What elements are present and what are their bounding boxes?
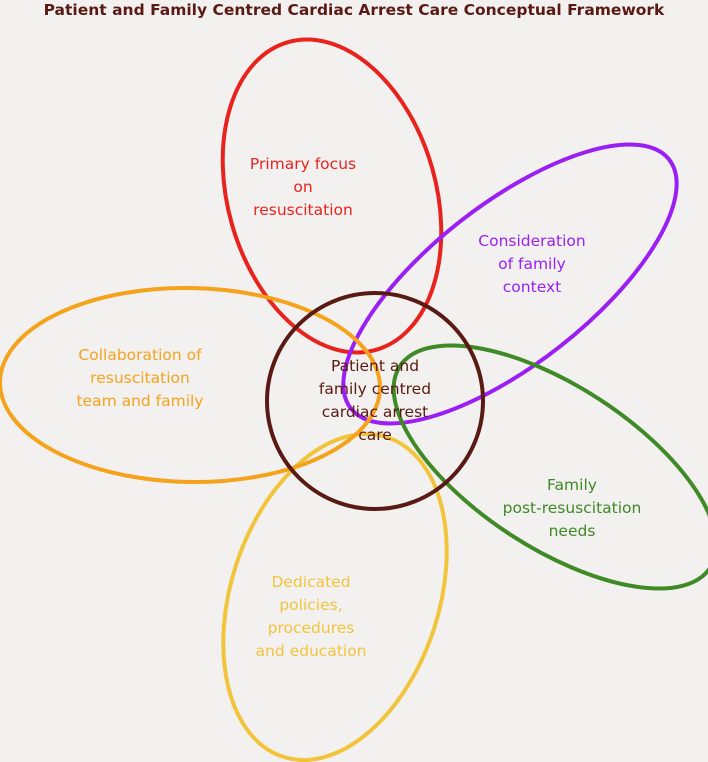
label-line: and education [255, 642, 367, 660]
label-line: procedures [267, 619, 355, 637]
petal-label-policies: Dedicated policies, procedures and educa… [211, 571, 411, 663]
label-line: Family [547, 476, 597, 494]
label-line: Dedicated [271, 573, 351, 591]
label-line: Collaboration of [78, 346, 202, 364]
label-line: of family [498, 255, 566, 273]
petal-post-resuscitation-ellipse [391, 343, 708, 591]
diagram-title: Patient and Family Centred Cardiac Arres… [43, 1, 665, 19]
petal-label-post-resuscitation: Family post-resuscitation needs [472, 474, 672, 543]
label-line: resuscitation [90, 369, 190, 387]
label-line: care [358, 426, 392, 444]
label-line: resuscitation [253, 201, 353, 219]
label-line: Patient and [330, 357, 420, 375]
petal-collaboration-ellipse [0, 285, 382, 485]
petal-label-collaboration: Collaboration of resuscitation team and … [40, 344, 240, 413]
center-label: Patient and family centred cardiac arres… [275, 355, 475, 447]
petal-resuscitation-ellipse [220, 37, 444, 355]
label-line: family centred [318, 380, 432, 398]
label-line: context [502, 278, 562, 296]
petal-label-resuscitation: Primary focus on resuscitation [203, 153, 403, 222]
label-line: post-resuscitation [502, 499, 642, 517]
center-circle [265, 291, 485, 511]
label-line: needs [548, 522, 596, 540]
label-line: cardiac arrest [321, 403, 429, 421]
label-line: on [293, 178, 313, 196]
label-line: policies, [279, 596, 343, 614]
petal-family-context-ellipse [341, 142, 679, 426]
label-line: Primary focus [249, 155, 357, 173]
label-line: Consideration [478, 232, 586, 250]
label-line: team and family [76, 392, 204, 410]
petal-label-family-context: Consideration of family context [432, 230, 632, 299]
petal-policies-ellipse [221, 432, 449, 762]
